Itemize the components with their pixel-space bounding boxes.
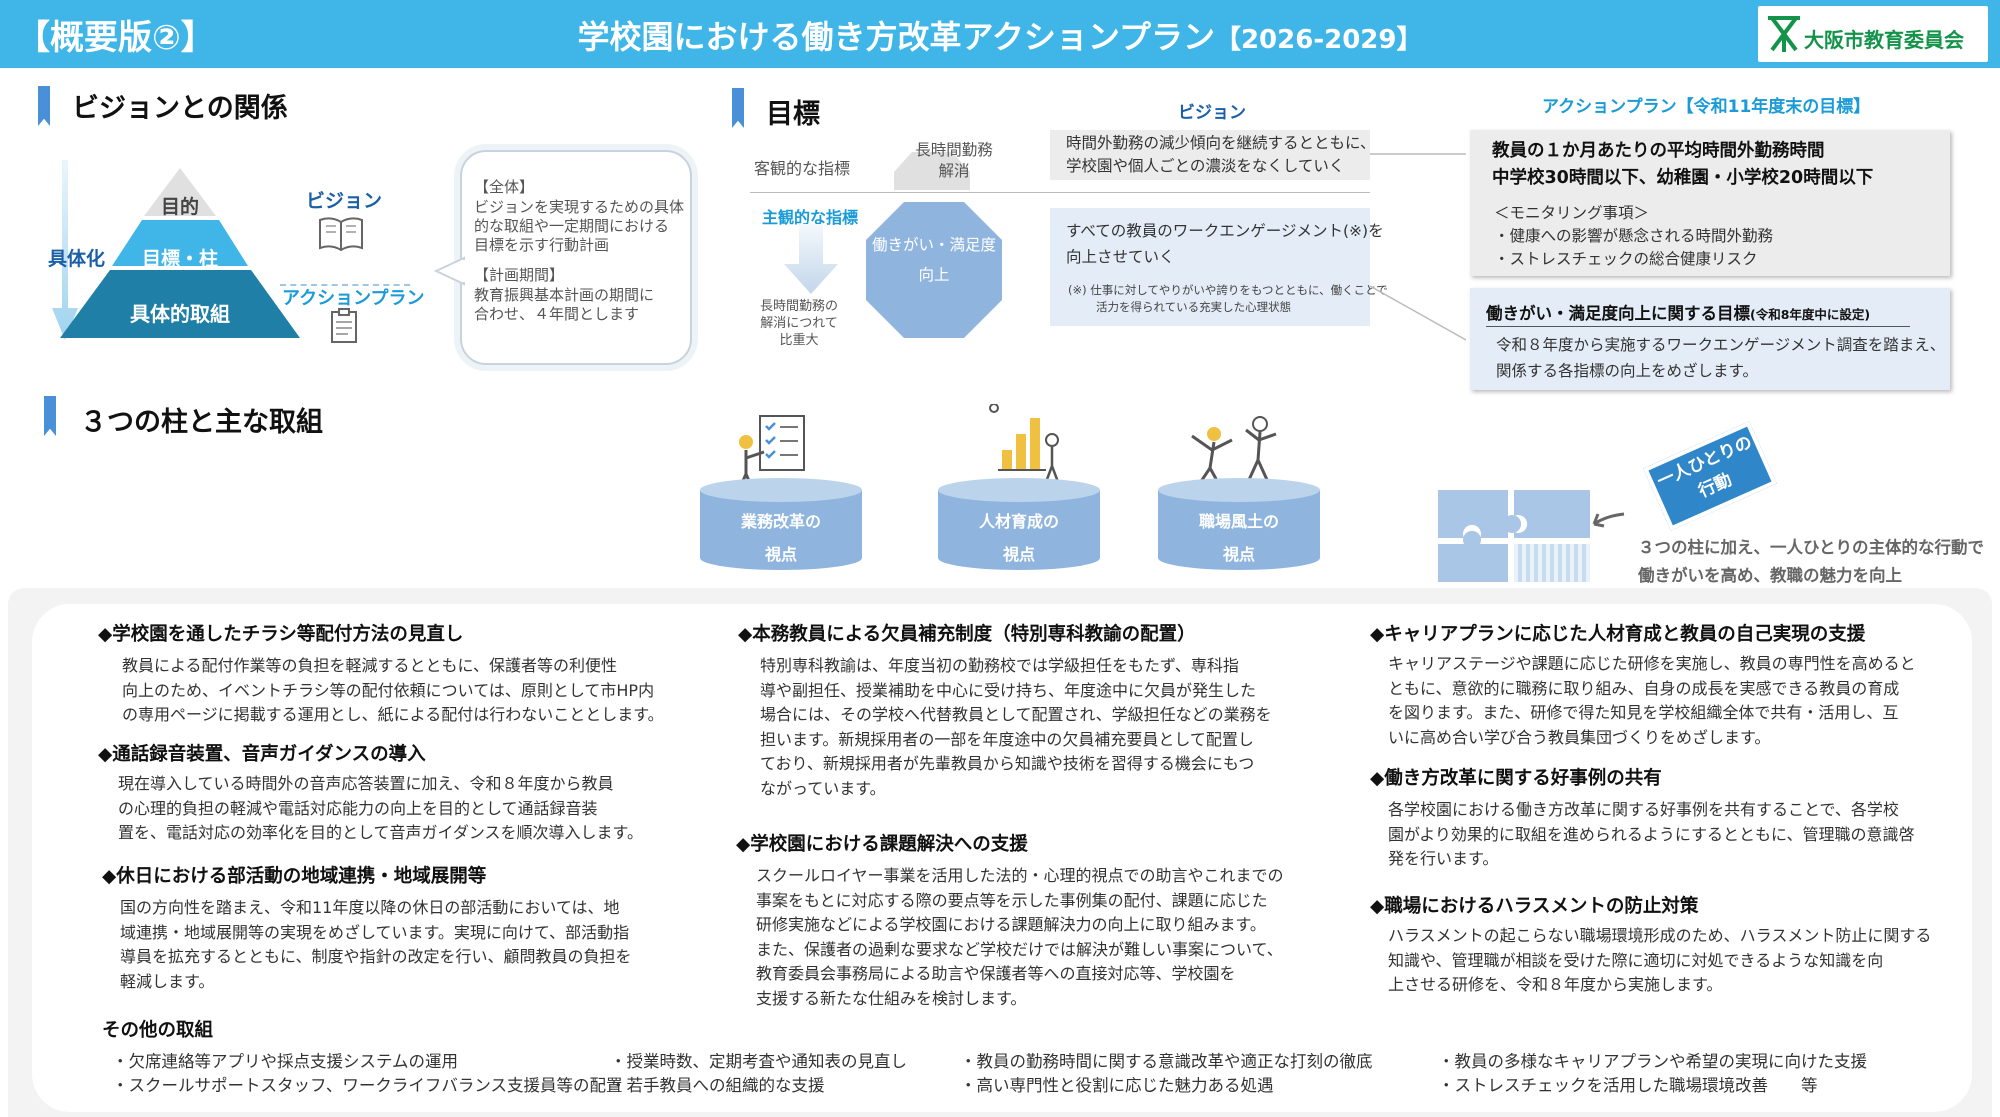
initiative-title: ◆学校園を通したチラシ等配付方法の見直し xyxy=(98,624,464,645)
divider-dashed xyxy=(280,284,410,286)
long-hours-label: 長時間勤務解消 xyxy=(915,141,993,180)
goal-section-title: 目標 xyxy=(766,99,820,130)
others-column: ・授業時数、定期考査や通知表の見直し・若手教員への組織的な支援 xyxy=(610,1052,907,1095)
initiative-title: ◆通話録音装置、音声ガイダンスの導入 xyxy=(98,744,426,765)
initiative-title: ◆職場におけるハラスメントの防止対策 xyxy=(1370,896,1699,917)
initiative-title: ◆学校園における課題解決への支援 xyxy=(736,834,1028,855)
initiative-text: 教員による配付作業等の負担を軽減するとともに、保護者等の利便性向上のため、イベン… xyxy=(122,656,664,724)
satisfaction-label: 働きがい・満足度向上 xyxy=(871,236,996,284)
callout-text-1: ビジョンを実現するための具体 xyxy=(474,198,685,216)
checklist-person-icon xyxy=(737,415,805,491)
cheering-people-icon xyxy=(1191,416,1277,487)
goal-action-head: アクションプラン【令和11年度末の目標】 xyxy=(1542,97,1871,117)
book-icon xyxy=(319,217,363,252)
vision-box-engagement-text: すべての教員のワークエンゲージメント(※)を向上させていく xyxy=(1066,222,1384,266)
small-octagon-shape xyxy=(894,152,970,190)
initiative-text: 現在導入している時間外の音声応答装置に加え、令和８年度から教員の心理的負担の軽減… xyxy=(118,774,643,842)
satisfaction-octagon xyxy=(866,202,1002,338)
others-column: ・教員の多様なキャリアプランや希望の実現に向けた支援・ストレスチェックを活用した… xyxy=(1438,1052,1867,1095)
callout-text-2: 的な取組や一定期間における xyxy=(474,217,670,235)
ap-goal-hours-box xyxy=(1470,130,1950,276)
initiative-text: 特別専科教諭は、年度当初の勤務校では学級担任をもたず、専科指導や副担任、授業補助… xyxy=(760,656,1272,798)
objective-indicator-label: 客観的な指標 xyxy=(754,159,851,178)
growth-chart-people-icon xyxy=(989,404,1060,483)
pillar-workplace-culture: 職場風土の 視点 xyxy=(1158,478,1320,570)
vision-box-engagement xyxy=(1050,208,1370,326)
header-tag: 【概要版②】 xyxy=(16,18,215,58)
callout-text-4: 教育振興基本計画の期間に xyxy=(474,286,655,304)
initiative-title: ◆働き方改革に関する好事例の共有 xyxy=(1370,768,1662,789)
weight-shift-arrow-icon xyxy=(784,224,838,294)
ap-goal-satisfaction-text: 令和８年度から実施するワークエンゲージメント調査を踏まえ、関係する各指標の向上を… xyxy=(1496,336,1946,380)
ap-goal-satisfaction-head: 働きがい・満足度向上に関する目標(令和8年度中に設定) xyxy=(1486,304,1871,323)
section-marker-icon xyxy=(44,396,56,436)
callout-heading-period: 【計画期間】 xyxy=(474,266,565,284)
section-marker-icon xyxy=(732,88,744,128)
pillar-talent-development: 人材育成の 視点 xyxy=(938,478,1100,570)
vision-box-hours xyxy=(1050,130,1370,180)
org-name: 大阪市教育委員会 xyxy=(1804,28,1964,52)
board-logo-icon xyxy=(1768,16,1800,52)
ap-goal-satisfaction-box xyxy=(1470,288,1950,390)
individual-action-caption: ３つの柱に加え、一人ひとりの主体的な行動で働きがいを高め、教職の魅力を向上 xyxy=(1638,538,1985,585)
header-bar xyxy=(0,0,2000,68)
vision-box-hours-text: 時間外勤務の減少傾向を継続するとともに、学校園や個人ごとの濃淡をなくしていく xyxy=(1066,134,1376,175)
pillar-business-reform: 業務改革の 視点 xyxy=(700,478,862,570)
action-plan-label: アクションプラン xyxy=(282,288,425,309)
callout-text-5: 合わせ、４年間とします xyxy=(474,305,640,323)
pyramid-top-label: 目的 xyxy=(160,196,199,218)
initiative-title: ◆キャリアプランに応じた人材育成と教員の自己実現の支援 xyxy=(1370,624,1866,645)
indicator-divider xyxy=(750,192,1370,193)
callout-heading-overall: 【全体】 xyxy=(474,178,535,196)
vision-label: ビジョン xyxy=(306,190,383,212)
initiative-text: スクールロイヤー事業を活用した法的・心理的視点での助言やこれまでの事案をもとに対… xyxy=(756,866,1284,1008)
plan-description-callout xyxy=(460,150,692,365)
initiative-title: ◆本務教員による欠員補充制度（特別専科教諭の配置） xyxy=(738,624,1196,645)
pyramid-diagram xyxy=(52,160,300,340)
engagement-note: (※) 仕事に対してやりがいや誇りをもつとともに、働くことで活力を得られている充… xyxy=(1068,283,1388,314)
initiatives-panel xyxy=(32,604,1972,1112)
ap-monitoring-list: ＜モニタリング事項＞・健康への影響が懸念される時間外勤務・ストレスチェックの総合… xyxy=(1494,204,1774,268)
vision-section-title: ビジョンとの関係 xyxy=(72,93,288,124)
initiative-text: キャリアステージや課題に応じた研修を実施し、教員の専門性を高めるとともに、意欲的… xyxy=(1388,654,1916,747)
others-column: ・欠席連絡等アプリや採点支援システムの運用・スクールサポートスタッフ、ワークライ… xyxy=(112,1052,623,1095)
subjective-indicator-label: 主観的な指標 xyxy=(762,208,859,227)
section-marker-icon xyxy=(38,86,50,126)
initiative-text: ハラスメントの起こらない職場環境形成のため、ハラスメント防止に関する知識や、管理… xyxy=(1388,926,1932,994)
others-title: その他の取組 xyxy=(102,1020,214,1041)
puzzle-icon xyxy=(1438,490,1590,582)
callout-pointer xyxy=(434,256,465,286)
initiative-title: ◆休日における部活動の地域連携・地域展開等 xyxy=(102,866,487,887)
pillars-section-title: ３つの柱と主な取組 xyxy=(80,407,323,438)
org-badge xyxy=(1758,6,1988,62)
pyramid-bottom-label: 具体的取組 xyxy=(130,302,230,326)
goal-vision-head: ビジョン xyxy=(1178,103,1246,123)
initiative-text: 国の方向性を踏まえ、令和11年度以降の休日の部活動においては、地域連携・地域展開… xyxy=(120,898,632,991)
initiative-text: 各学校園における働き方改革に関する好事例を共有することで、各学校園がより効果的に… xyxy=(1388,800,1915,868)
connector-lines xyxy=(1370,153,1466,341)
concretize-label: 具体化 xyxy=(48,248,106,270)
ap-satisfaction-underline xyxy=(1486,326,1910,327)
pyramid-middle-label: 目標・柱 xyxy=(141,248,218,270)
callout-text-3: 目標を示す行動計画 xyxy=(474,236,610,254)
ap-goal-hours-head: 教員の１か月あたりの平均時間外勤務時間中学校30時間以下、幼稚園・小学校20時間… xyxy=(1492,141,1874,188)
proportion-label: 長時間勤務の解消につれて比重大 xyxy=(760,299,839,348)
arrow-left-icon xyxy=(1592,512,1625,528)
others-column: ・教員の勤務時間に関する意識改革や適正な打刻の徹底・高い専門性と役割に応じた魅力… xyxy=(960,1052,1373,1095)
page-title: 学校園における働き方改革アクションプラン【2026-2029】 xyxy=(577,18,1423,56)
clipboard-icon xyxy=(331,308,357,343)
